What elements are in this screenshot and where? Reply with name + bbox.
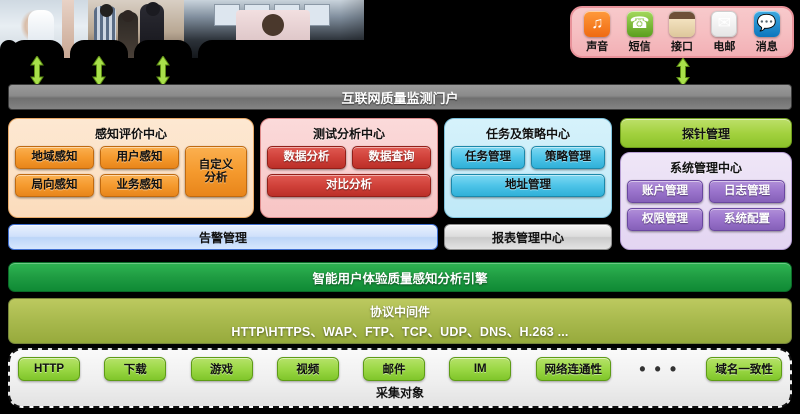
button-permission-management[interactable]: 权限管理	[627, 208, 703, 231]
button-alarm-management[interactable]: 告警管理	[8, 224, 438, 250]
collection-item-list: HTTP 下载 游戏 视频 邮件 IM 网络连通性 • • • 域名一致性	[18, 356, 782, 382]
sync-arrow-icon-3	[156, 56, 170, 86]
phone-icon: ☎	[626, 10, 653, 37]
button-address-management[interactable]: 地址管理	[451, 174, 605, 197]
panel-sense-evaluation-center: 感知评价中心 地域感知 用户感知 局向感知 业务感知 自定义 分析	[8, 118, 254, 218]
button-region-sense[interactable]: 地域感知	[15, 146, 94, 169]
panel-test-analysis-center: 测试分析中心 数据分析 数据查询 对比分析	[260, 118, 438, 218]
channel-message[interactable]: 💬 消息	[747, 10, 787, 54]
layer-analysis-engine: 智能用户体验质量感知分析引擎	[8, 262, 792, 292]
middleware-protocols: HTTP\HTTPS、WAP、FTP、TCP、UDP、DNS、H.263 ...	[231, 324, 569, 339]
envelope-icon: ✉	[711, 10, 738, 37]
sync-arrow-icon-4	[676, 58, 690, 88]
button-data-query[interactable]: 数据查询	[352, 146, 431, 169]
sync-arrow-icon-1	[30, 56, 44, 86]
panel-task-title: 任务及策略中心	[485, 127, 570, 141]
button-account-management[interactable]: 账户管理	[627, 180, 703, 203]
button-report-management-center[interactable]: 报表管理中心	[444, 224, 612, 250]
interface-box-icon	[668, 10, 695, 37]
collection-item-mail[interactable]: 邮件	[363, 357, 425, 381]
button-probe-management[interactable]: 探针管理	[620, 118, 792, 148]
button-policy-management[interactable]: 策略管理	[531, 146, 605, 169]
layer-collection-objects: HTTP 下载 游戏 视频 邮件 IM 网络连通性 • • • 域名一致性 采集…	[8, 348, 792, 408]
music-note-icon: ♫	[584, 10, 611, 37]
button-task-management[interactable]: 任务管理	[451, 146, 525, 169]
button-service-sense[interactable]: 业务感知	[100, 174, 179, 197]
channel-email-label: 电邮	[713, 40, 736, 53]
collection-item-network-connectivity[interactable]: 网络连通性	[535, 357, 611, 381]
chat-bubble-icon: 💬	[753, 10, 780, 37]
notification-channel-bar: ♫ 声音 ☎ 短信 接口 ✉ 电邮 💬 消息	[570, 6, 794, 58]
collection-item-im[interactable]: IM	[449, 357, 512, 381]
panel-task-policy-center: 任务及策略中心 任务管理 策略管理 地址管理	[444, 118, 612, 218]
channel-sms[interactable]: ☎ 短信	[620, 10, 660, 54]
panel-sense-title: 感知评价中心	[94, 127, 167, 141]
button-data-analysis[interactable]: 数据分析	[267, 146, 346, 169]
channel-interface[interactable]: 接口	[662, 10, 702, 54]
photo-bottom-mask	[0, 40, 560, 80]
channel-sound-label: 声音	[586, 40, 609, 53]
channel-email[interactable]: ✉ 电邮	[704, 10, 744, 54]
channel-message-label: 消息	[755, 40, 778, 53]
panel-system-title: 系统管理中心	[669, 161, 742, 175]
collection-label: 采集对象	[375, 386, 424, 400]
layer-protocol-middleware: 协议中间件 HTTP\HTTPS、WAP、FTP、TCP、UDP、DNS、H.2…	[8, 298, 792, 344]
middleware-title: 协议中间件	[369, 304, 430, 319]
channel-sms-label: 短信	[628, 40, 651, 53]
portal-title-bar: 互联网质量监测门户	[8, 84, 792, 110]
button-custom-analysis[interactable]: 自定义 分析	[185, 146, 247, 197]
collection-item-video[interactable]: 视频	[276, 357, 339, 381]
panel-test-title: 测试分析中心	[312, 127, 385, 141]
channel-interface-label: 接口	[670, 40, 693, 53]
panel-system-management-center: 系统管理中心 账户管理 日志管理 权限管理 系统配置	[620, 152, 792, 250]
channel-sound[interactable]: ♫ 声音	[577, 10, 617, 54]
collection-ellipsis: • • •	[639, 358, 679, 379]
button-system-config[interactable]: 系统配置	[709, 208, 785, 231]
button-comparison-analysis[interactable]: 对比分析	[267, 174, 431, 197]
collection-item-game[interactable]: 游戏	[190, 357, 253, 381]
collection-item-http[interactable]: HTTP	[18, 357, 80, 381]
sync-arrow-icon-2	[92, 56, 106, 86]
button-log-management[interactable]: 日志管理	[709, 180, 785, 203]
custom-analysis-line2: 分析	[204, 171, 228, 184]
custom-analysis-line1: 自定义	[198, 159, 234, 172]
collection-item-download[interactable]: 下载	[104, 357, 167, 381]
button-user-sense[interactable]: 用户感知	[100, 146, 179, 169]
button-office-sense[interactable]: 局向感知	[15, 174, 94, 197]
collection-item-domain-consistency[interactable]: 域名一致性	[706, 357, 782, 381]
